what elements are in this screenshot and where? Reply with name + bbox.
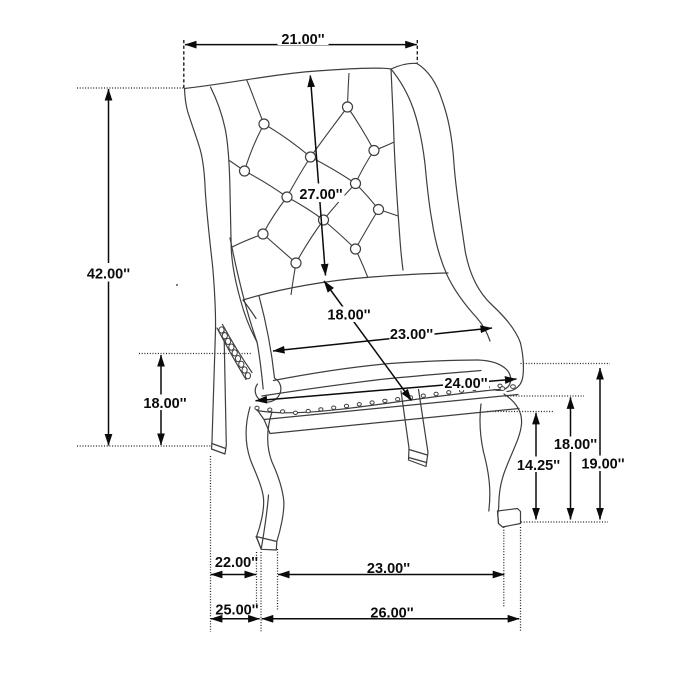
svg-text:26.00'': 26.00'' — [370, 606, 413, 622]
svg-text:23.00'': 23.00'' — [367, 561, 410, 577]
svg-text:21.00'': 21.00'' — [281, 32, 324, 48]
svg-text:25.00'': 25.00'' — [215, 603, 258, 619]
svg-text:14.25'': 14.25'' — [517, 458, 560, 474]
svg-text:18.00'': 18.00'' — [554, 437, 597, 453]
svg-text:42.00'': 42.00'' — [87, 267, 130, 283]
svg-text:24.00'': 24.00'' — [444, 376, 487, 392]
svg-text:18.00'': 18.00'' — [143, 396, 186, 412]
svg-text:27.00'': 27.00'' — [299, 187, 342, 203]
svg-text:23.00'': 23.00'' — [390, 327, 433, 343]
svg-text:22.00'': 22.00'' — [215, 555, 258, 571]
svg-text:18.00'': 18.00'' — [327, 308, 370, 324]
svg-text:19.00'': 19.00'' — [581, 457, 624, 473]
